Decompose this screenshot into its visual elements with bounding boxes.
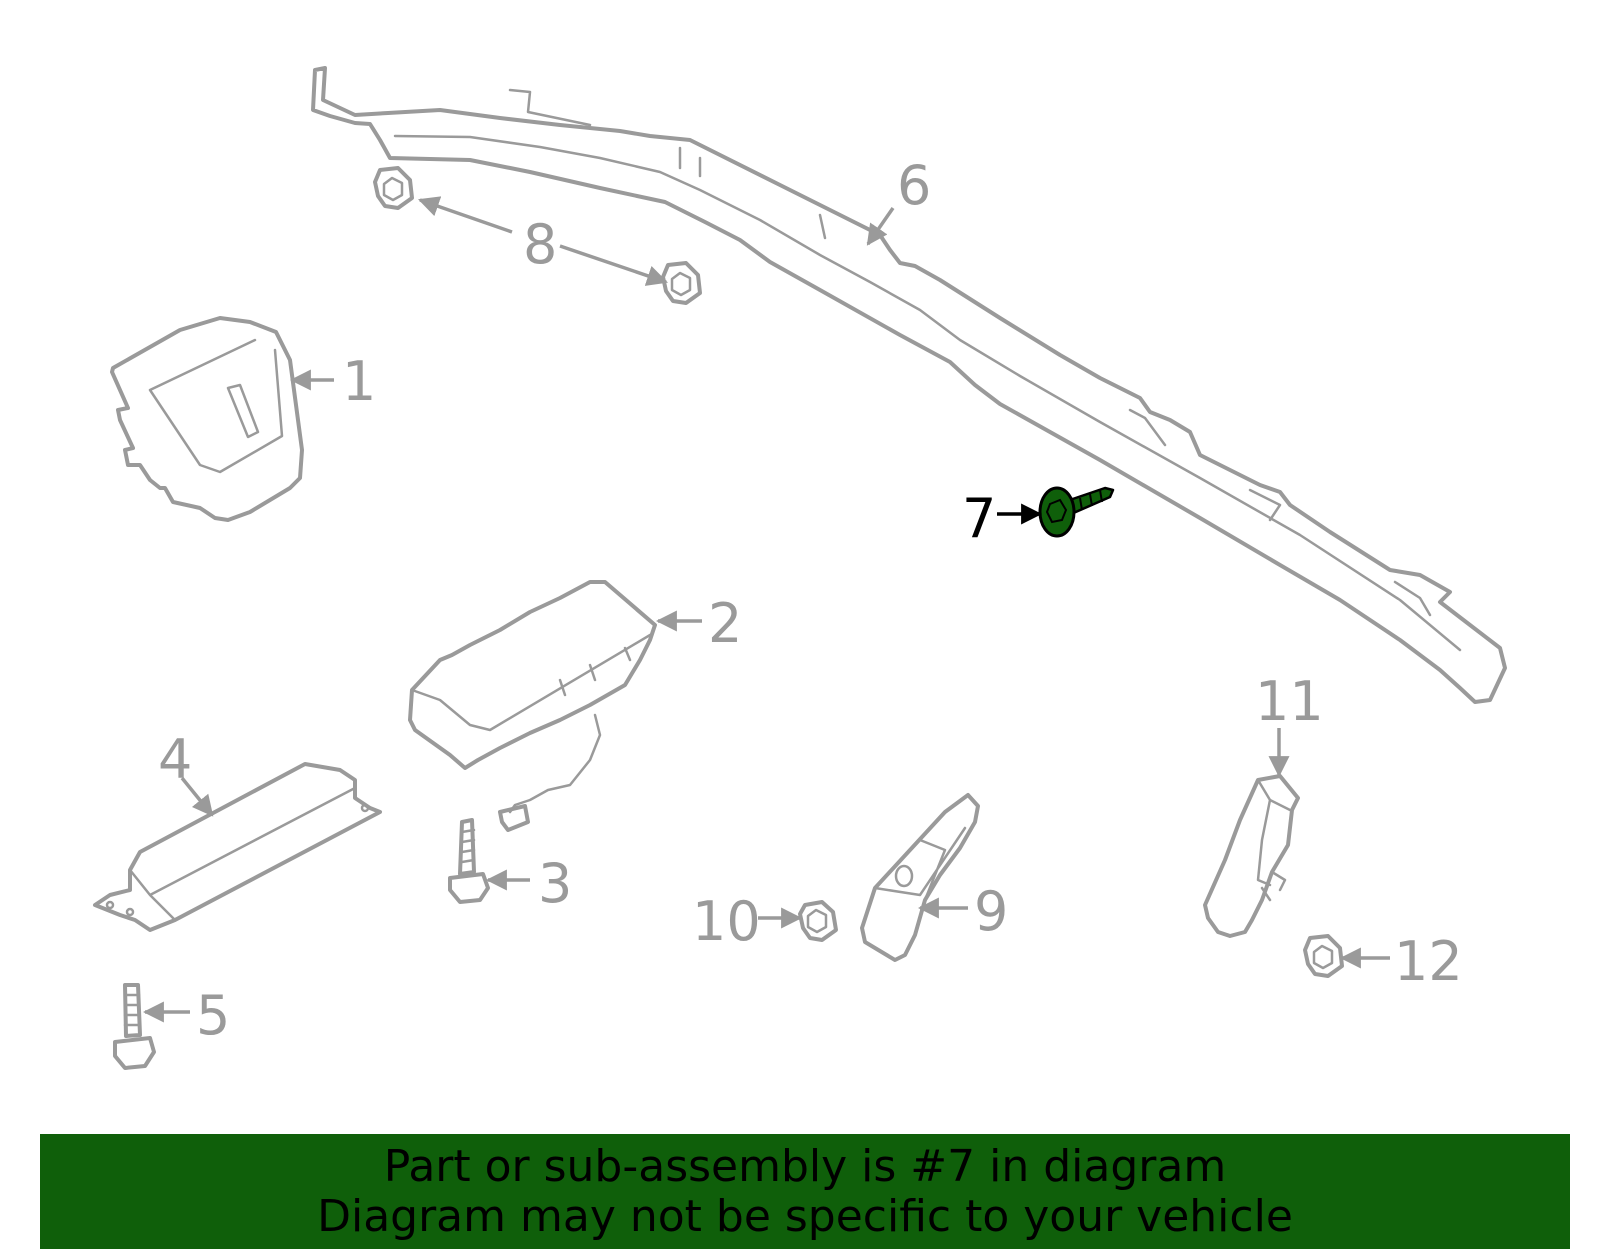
- callout-8: 8: [523, 213, 557, 276]
- callout-1: 1: [342, 350, 376, 413]
- callout-2: 2: [708, 592, 742, 655]
- driver-airbag-part-1[interactable]: [110, 316, 304, 522]
- callout-4: 4: [158, 728, 192, 791]
- bolt-part-7-highlighted[interactable]: [1038, 486, 1115, 538]
- leader-lines: [142, 196, 1390, 1023]
- banner-line-2: Diagram may not be specific to your vehi…: [317, 1191, 1293, 1242]
- callout-6: 6: [897, 154, 931, 217]
- callout-7: 7: [962, 487, 996, 550]
- callout-3: 3: [538, 852, 572, 915]
- nut-part-8-upper[interactable]: [373, 166, 414, 210]
- info-banner: Part or sub-assembly is #7 in diagram Di…: [40, 1134, 1570, 1249]
- bracket-part-9[interactable]: [860, 793, 980, 962]
- nut-part-12[interactable]: [1303, 934, 1344, 978]
- curtain-airbag-part-6[interactable]: [311, 66, 1507, 704]
- banner-line-1: Part or sub-assembly is #7 in diagram: [383, 1141, 1227, 1192]
- callout-10: 10: [692, 890, 761, 953]
- side-airbag-part-11[interactable]: [1203, 774, 1300, 938]
- bolt-part-3[interactable]: [448, 818, 490, 904]
- nut-part-8-lower[interactable]: [661, 261, 702, 305]
- passenger-airbag-part-2[interactable]: [408, 580, 657, 832]
- bolt-part-5[interactable]: [113, 983, 156, 1070]
- knee-airbag-part-4[interactable]: [93, 762, 382, 932]
- callout-11: 11: [1255, 670, 1324, 733]
- callout-12: 12: [1394, 930, 1463, 993]
- callout-5: 5: [196, 984, 230, 1047]
- callout-9: 9: [974, 880, 1008, 943]
- nut-part-10[interactable]: [798, 900, 838, 942]
